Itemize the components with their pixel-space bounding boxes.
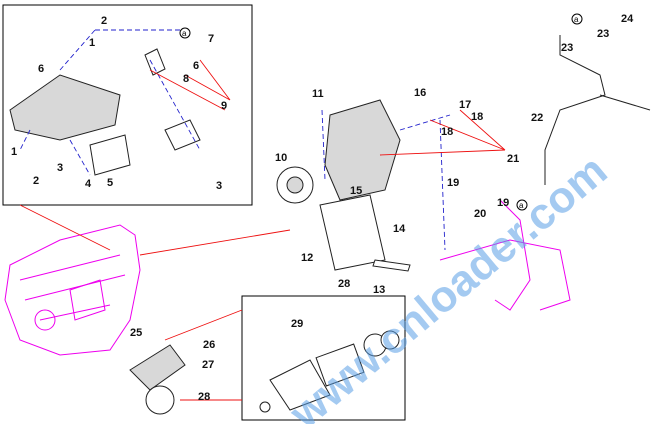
- callout: 12: [301, 252, 313, 264]
- callout: 9: [221, 100, 227, 112]
- callout: 14: [393, 223, 406, 235]
- callout: 10: [275, 152, 287, 164]
- callout: 23: [561, 42, 573, 54]
- ref-marker: [179, 27, 191, 39]
- fuel-line: [439, 35, 651, 311]
- callout: 20: [474, 208, 486, 220]
- callout: 7: [208, 33, 214, 45]
- injection-pump: [276, 99, 506, 272]
- callout: 1: [89, 37, 95, 49]
- callout: 18: [441, 126, 453, 138]
- callout: 2: [101, 15, 107, 27]
- callout: 16: [414, 87, 426, 99]
- callout: 18: [471, 111, 483, 123]
- callout: 6: [193, 60, 199, 72]
- callout: 21: [507, 153, 519, 165]
- ref-marker-label: a: [519, 201, 524, 210]
- callout: 28: [338, 278, 350, 290]
- detail-box-pump-drive: [241, 295, 406, 421]
- callout: 22: [531, 112, 543, 124]
- callout: 26: [203, 339, 215, 351]
- callout: 15: [350, 185, 362, 197]
- ref-marker-label: a: [182, 29, 187, 38]
- callout: 8: [183, 73, 189, 85]
- engine-block: [4, 224, 141, 356]
- callout: 3: [57, 162, 63, 174]
- callout: 11: [312, 88, 324, 100]
- pump-drive: [129, 330, 400, 415]
- callout: 25: [130, 327, 142, 339]
- callout: 24: [621, 13, 634, 25]
- callout: 5: [107, 177, 113, 189]
- callout: 6: [38, 63, 44, 75]
- detail-box-fuel-manifold: [2, 4, 253, 206]
- callout: 19: [497, 197, 509, 209]
- callout: 27: [202, 359, 214, 371]
- callout: 23: [597, 28, 609, 40]
- callout: 4: [85, 178, 92, 190]
- callout: 29: [291, 318, 303, 330]
- callout-labels: 2 1 7 6 8 9 6 1 2 3 4 5 3 10 11 12 13 14…: [11, 13, 634, 403]
- callout: 17: [459, 99, 471, 111]
- callout: 1: [11, 146, 17, 158]
- reference-arrows: [19, 204, 291, 401]
- ref-marker: [571, 13, 583, 25]
- fuel-manifold: [9, 29, 231, 176]
- callout: 19: [447, 177, 459, 189]
- callout: 13: [373, 284, 385, 296]
- ref-marker: [516, 199, 528, 211]
- callout: 2: [33, 175, 39, 187]
- ref-marker-label: a: [574, 15, 579, 24]
- callout: 28: [198, 391, 210, 403]
- callout: 3: [216, 180, 222, 192]
